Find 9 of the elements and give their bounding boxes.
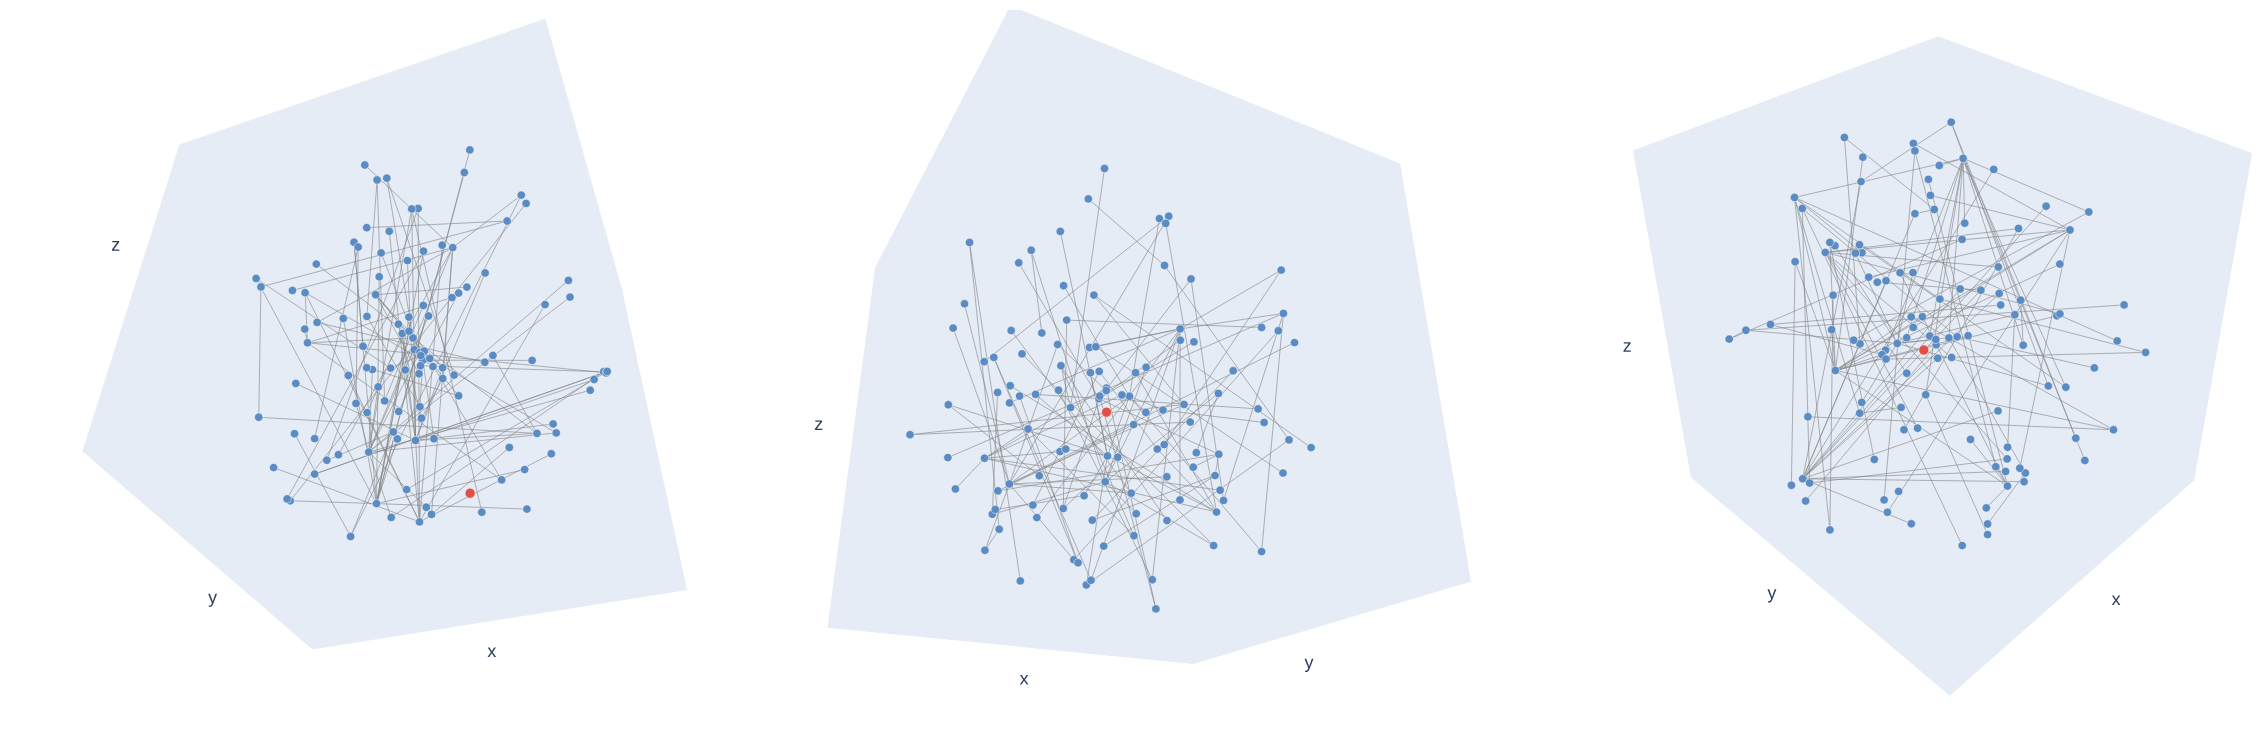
- axis-label: y: [208, 593, 218, 607]
- axis-label: x: [2111, 595, 2121, 606]
- axis-label: z: [111, 241, 120, 251]
- axis-label: y: [1304, 658, 1314, 672]
- axis-label: z: [1623, 342, 1631, 352]
- axis-label: x: [1019, 675, 1029, 685]
- axis-label: x: [487, 647, 497, 658]
- axis-label: z: [814, 420, 823, 430]
- axis-label: y: [1767, 589, 1777, 603]
